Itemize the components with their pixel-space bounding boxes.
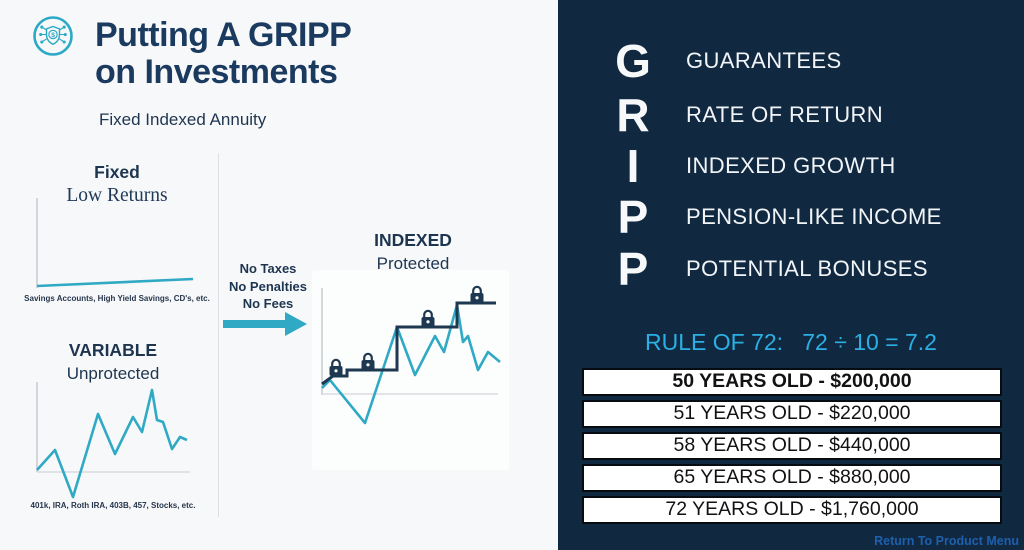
fixed-returns-chart: [36, 198, 194, 288]
indexed-section-header: INDEXED Protected: [323, 230, 503, 274]
indexed-title: INDEXED: [374, 230, 452, 250]
gripp-row-pension-like-income: P PENSION-LIKE INCOME: [604, 191, 942, 243]
gripp-label-pension-like-income: PENSION-LIKE INCOME: [686, 204, 942, 229]
right-arrow-icon: [223, 312, 307, 336]
gripp-label-potential-bonuses: POTENTIAL BONUSES: [686, 256, 928, 281]
page-title: Putting A GRIPP on Investments: [95, 16, 352, 91]
variable-section-header: VARIABLE Unprotected: [18, 340, 208, 384]
rule-of-72-text: RULE OF 72: 72 ÷ 10 = 7.2: [645, 329, 937, 355]
fixed-section-header: Fixed Low Returns: [22, 162, 212, 207]
gripp-label-guarantees: GUARANTEES: [686, 48, 842, 73]
indexed-subtitle: Protected: [376, 254, 450, 273]
gripp-letter-g: G: [615, 35, 651, 87]
shield-dollar-network-icon: $: [33, 16, 73, 56]
table-row: 72 YEARS OLD - $1,760,000: [582, 496, 1002, 524]
left-panel: $ Putting A GRIPP on Investments Fixed I…: [18, 16, 503, 517]
gripp-letter-r: R: [616, 89, 650, 141]
benefit-no-taxes: No Taxes: [239, 261, 297, 276]
gripp-label-indexed-growth: INDEXED GROWTH: [686, 153, 896, 178]
gripp-letter-p2: P: [617, 243, 649, 295]
benefit-no-fees: No Fees: [242, 296, 294, 311]
lock-icon: [360, 352, 376, 372]
page-title-line1: Putting A GRIPP: [95, 16, 352, 54]
table-row: 50 YEARS OLD - $200,000: [582, 368, 1002, 396]
lock-icon: [420, 309, 436, 329]
gripp-row-potential-bonuses: P POTENTIAL BONUSES: [604, 243, 928, 295]
variable-chart-caption: 401k, IRA, Roth IRA, 403B, 457, Stocks, …: [30, 501, 196, 510]
lock-icon: [469, 285, 485, 305]
gripp-row-rate-of-return: R RATE OF RETURN: [604, 89, 883, 141]
table-row: 51 YEARS OLD - $220,000: [582, 400, 1002, 428]
variable-returns-chart: [36, 382, 190, 499]
gripp-row-indexed-growth: I INDEXED GROWTH: [604, 140, 896, 192]
gripp-letter-p1: P: [617, 191, 649, 243]
fixed-chart-caption: Savings Accounts, High Yield Savings, CD…: [24, 294, 210, 303]
benefit-no-penalties: No Penalties: [228, 278, 308, 294]
gripp-panel: G GUARANTEES R RATE OF RETURN I INDEXED …: [558, 0, 1024, 550]
fixed-title: Fixed: [94, 162, 140, 182]
svg-text:$: $: [51, 32, 55, 39]
return-to-product-menu-link[interactable]: Return To Product Menu: [874, 534, 1019, 548]
fixed-subtitle: Low Returns: [66, 185, 168, 206]
page-title-line2: on Investments: [95, 53, 338, 91]
gripp-row-guarantees: G GUARANTEES: [604, 35, 842, 87]
page-subtitle: Fixed Indexed Annuity: [99, 110, 267, 129]
vertical-divider: [218, 153, 219, 517]
growth-table: 50 YEARS OLD - $200,000 51 YEARS OLD - $…: [582, 368, 1002, 528]
benefits-text: No Taxes No Penalties No Fees: [221, 260, 315, 313]
table-row: 65 YEARS OLD - $880,000: [582, 464, 1002, 492]
table-row: 58 YEARS OLD - $440,000: [582, 432, 1002, 460]
variable-subtitle: Unprotected: [66, 364, 160, 383]
variable-title: VARIABLE: [68, 340, 158, 360]
gripp-label-rate-of-return: RATE OF RETURN: [686, 102, 884, 127]
indexed-protected-chart: [321, 285, 501, 425]
gripp-letter-i: I: [626, 140, 640, 192]
lock-icon: [328, 358, 344, 378]
